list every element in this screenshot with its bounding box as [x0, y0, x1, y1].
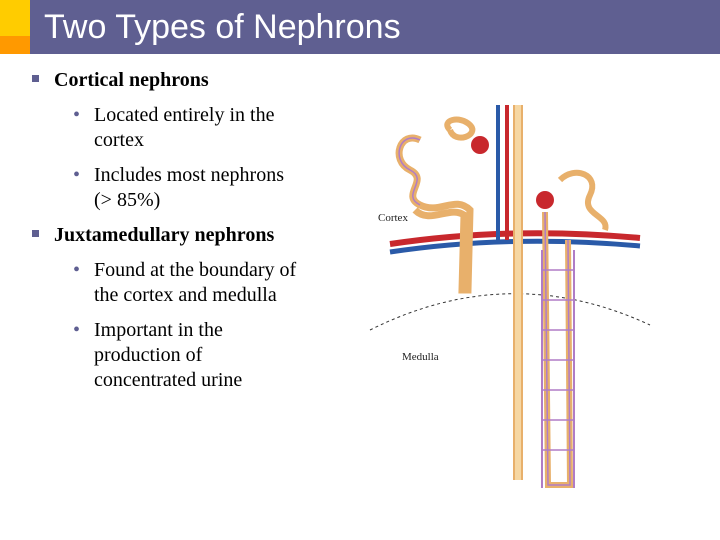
- bullet-list: Cortical nephrons • Located entirely in …: [30, 68, 330, 403]
- sub-bullet: • Important in the production of concent…: [73, 318, 304, 393]
- slide-title: Two Types of Nephrons: [44, 8, 401, 46]
- bullet-cortical: Cortical nephrons: [30, 68, 330, 93]
- sub-bullet-text: Important in the production of concentra…: [94, 319, 243, 391]
- glomerulus: [471, 136, 489, 154]
- nephron-illustration: Cortex Medulla: [369, 105, 651, 488]
- sub-bullet: • Located entirely in the cortex: [73, 103, 304, 153]
- round-bullet-icon: •: [73, 319, 81, 341]
- arcuate-vein: [389, 238, 641, 255]
- square-bullet-icon: [32, 75, 39, 82]
- sub-bullet-text: Found at the boundary of the cortex and …: [94, 259, 297, 306]
- corner-accent-yellow: [0, 0, 30, 36]
- title-bar: [0, 0, 720, 54]
- glomerulus: [536, 191, 554, 209]
- cortex-label: Cortex: [378, 212, 408, 224]
- boundary-line: [369, 293, 651, 331]
- square-bullet-icon: [32, 230, 39, 237]
- juxtamedullary-nephron: [536, 169, 609, 488]
- cortical-nephron: [395, 116, 489, 294]
- bullet-text: Cortical nephrons: [54, 69, 209, 91]
- sub-bullet-text: Includes most nephrons (> 85%): [94, 164, 284, 211]
- arcuate-artery: [389, 230, 641, 247]
- sub-bullet-text: Located entirely in the cortex: [94, 104, 275, 151]
- bullet-text: Juxtamedullary nephrons: [54, 224, 275, 246]
- vasa-recta: [541, 250, 575, 488]
- sub-bullet: • Found at the boundary of the cortex an…: [73, 258, 304, 308]
- round-bullet-icon: •: [73, 104, 81, 126]
- medulla-label: Medulla: [402, 351, 439, 363]
- sub-bullet: • Includes most nephrons (> 85%): [73, 163, 304, 213]
- corner-accent-orange: [0, 36, 30, 54]
- round-bullet-icon: •: [73, 164, 81, 186]
- round-bullet-icon: •: [73, 259, 81, 281]
- bullet-juxtamedullary: Juxtamedullary nephrons: [30, 223, 330, 248]
- nephron-diagram: Cortex Medulla: [360, 100, 660, 500]
